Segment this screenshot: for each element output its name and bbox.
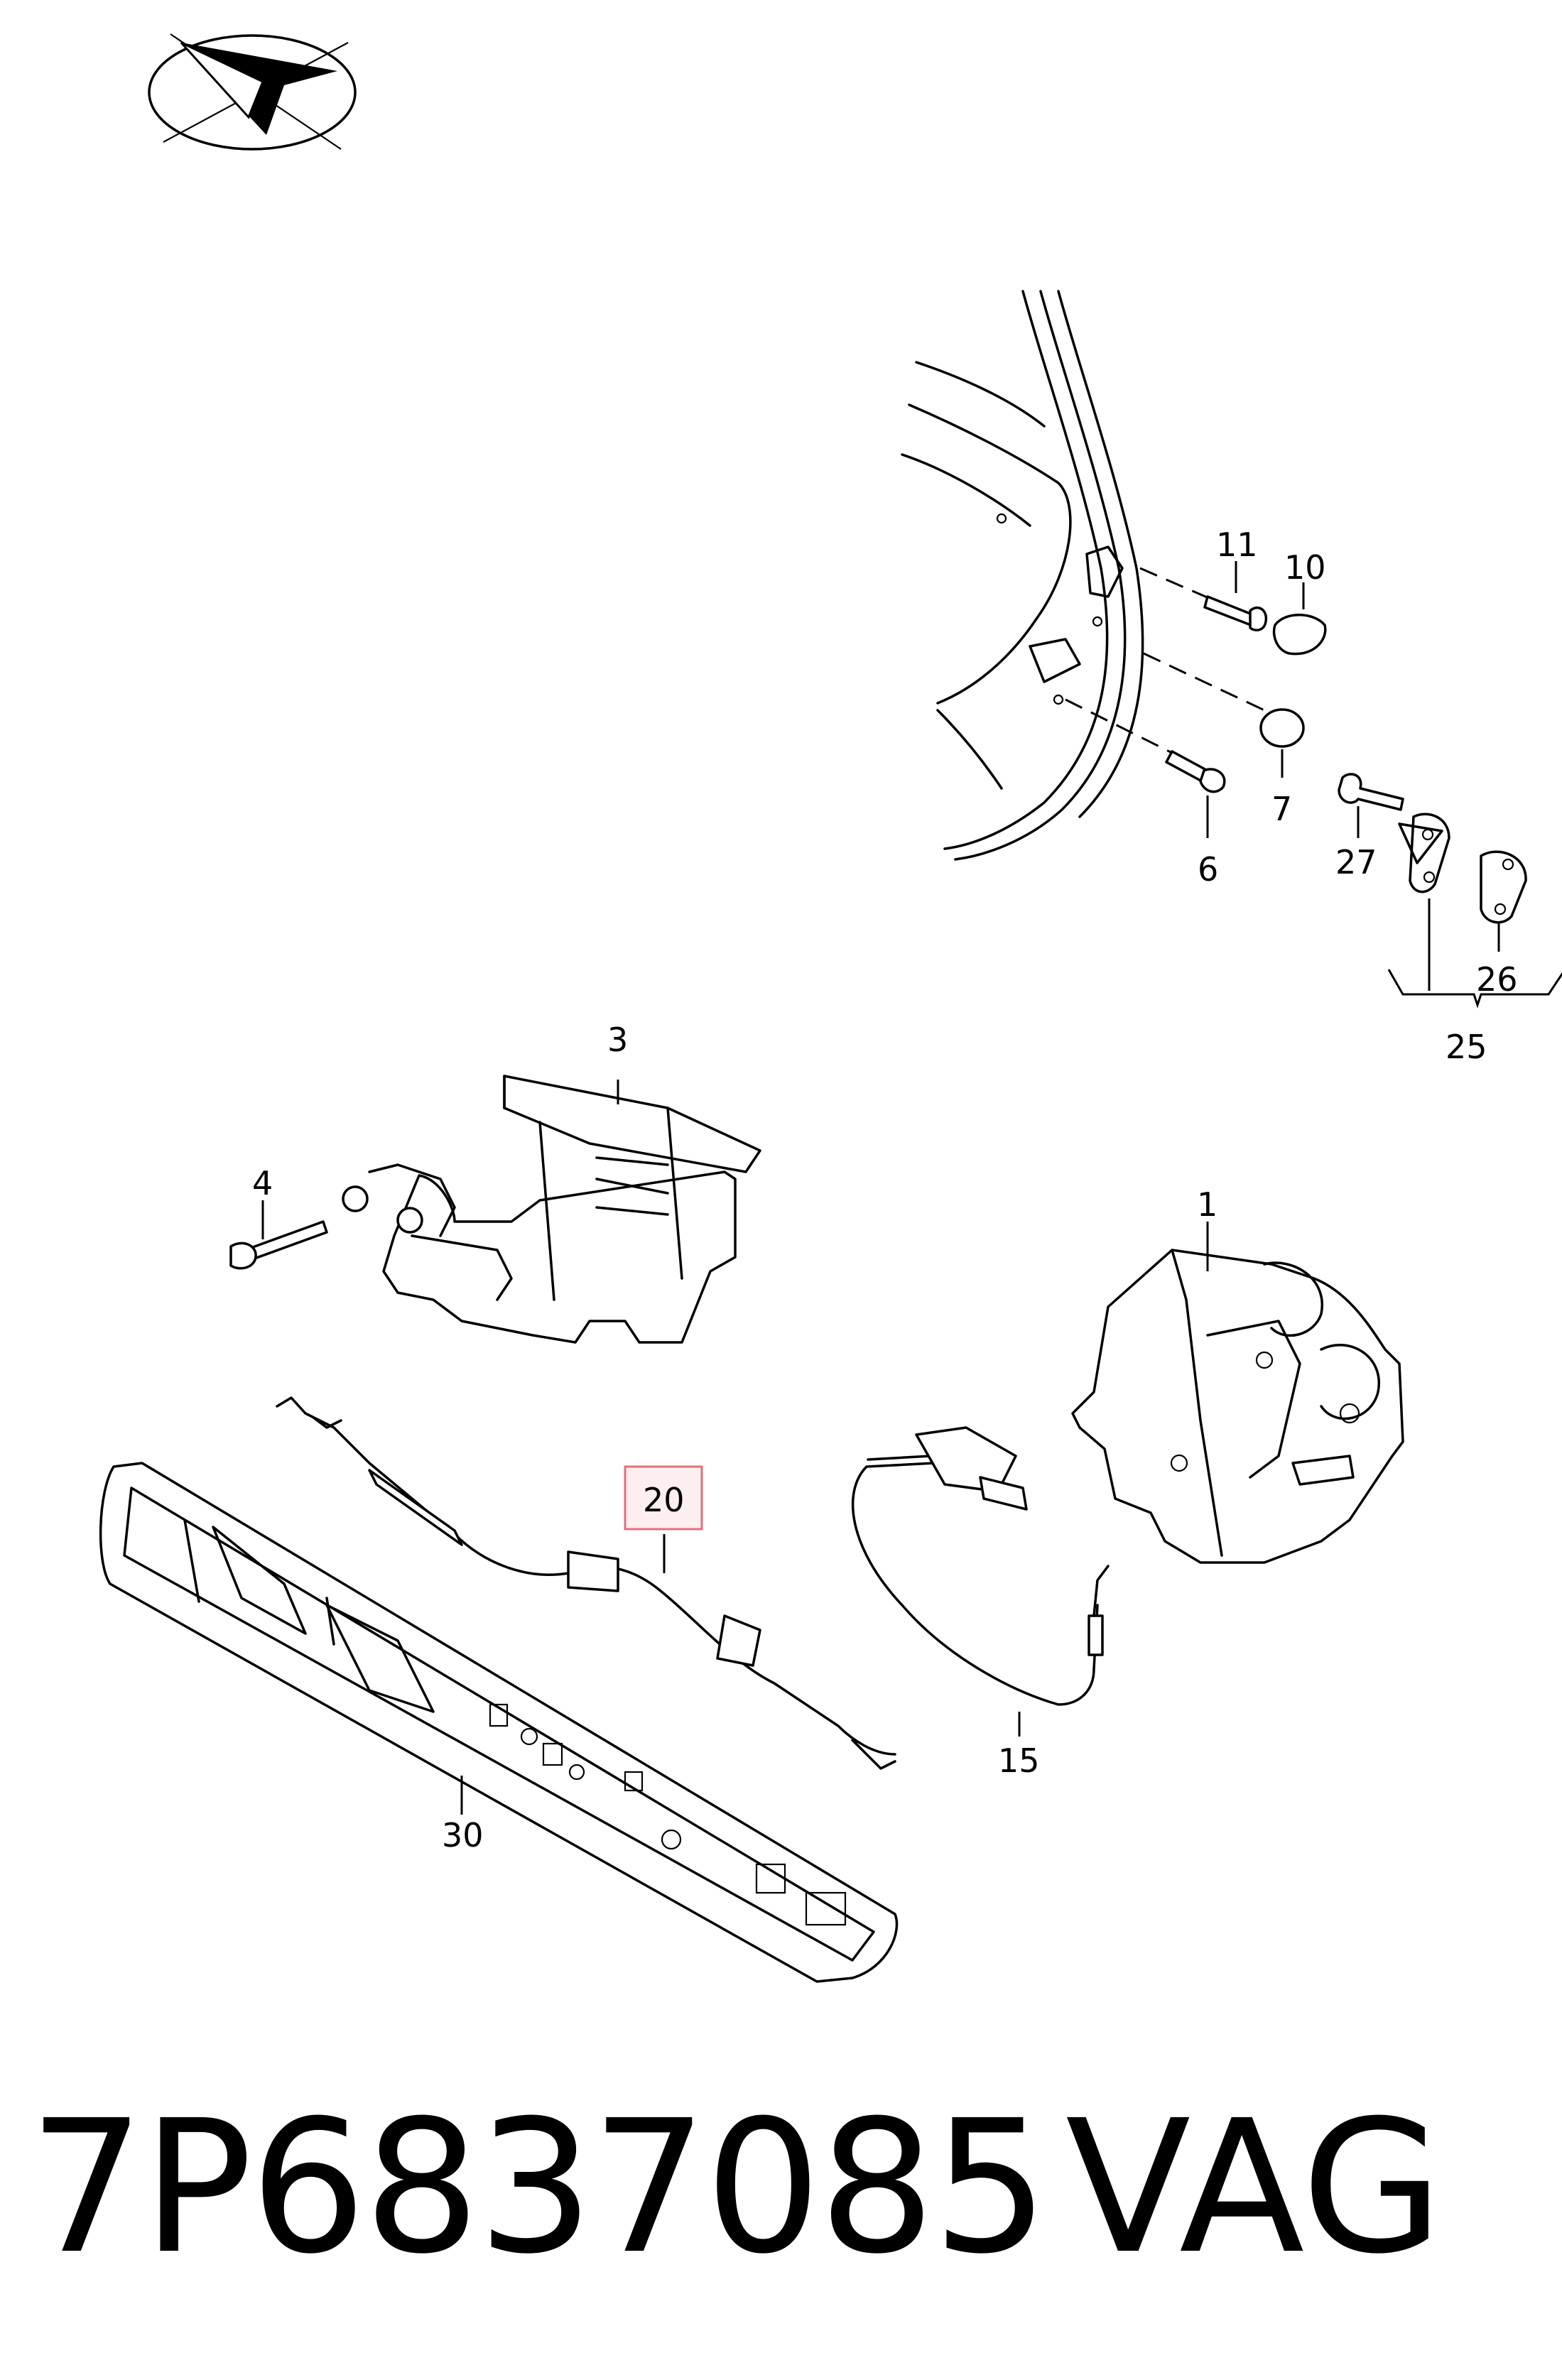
label-6: 6 [1198,850,1218,889]
door-lock-1 [1071,1222,1404,1564]
cover-plate-26 [1480,850,1527,952]
cap-10 [1272,582,1327,656]
door-trim-panel-30 [99,1462,899,1983]
bolt-4 [229,1200,328,1270]
label-30: 30 [442,1816,484,1854]
label-26: 26 [1476,960,1518,999]
highlight-box-20 [624,1465,703,1531]
footer: 7P6837085 VAG [28,2081,1534,2294]
bracket-25 [1387,898,1562,1009]
label-4: 4 [252,1164,273,1202]
release-cable-15 [851,1426,1110,1737]
cap-7 [1143,652,1305,778]
striker-plate [1398,813,1450,893]
striker-bolt-27 [1338,773,1404,838]
part-number: 7P6837085 [28,2081,1049,2294]
label-1: 1 [1197,1185,1217,1224]
label-25: 25 [1446,1028,1487,1066]
striker-bolt-11 [1139,561,1268,631]
release-cable-20 [276,1396,896,1770]
label-7: 7 [1271,790,1292,828]
lock-carrier-3 [342,1075,761,1344]
label-3: 3 [607,1021,628,1059]
label-11: 11 [1216,526,1258,564]
label-15: 15 [998,1741,1040,1780]
label-20: 20 [643,1481,685,1519]
brand-name: VAG [1065,2081,1443,2294]
logo-emblem [148,33,357,151]
striker-bolt-6 [1065,698,1226,838]
door-frame-drawing [901,290,1144,861]
label-27: 27 [1335,843,1377,881]
label-10: 10 [1284,548,1326,587]
